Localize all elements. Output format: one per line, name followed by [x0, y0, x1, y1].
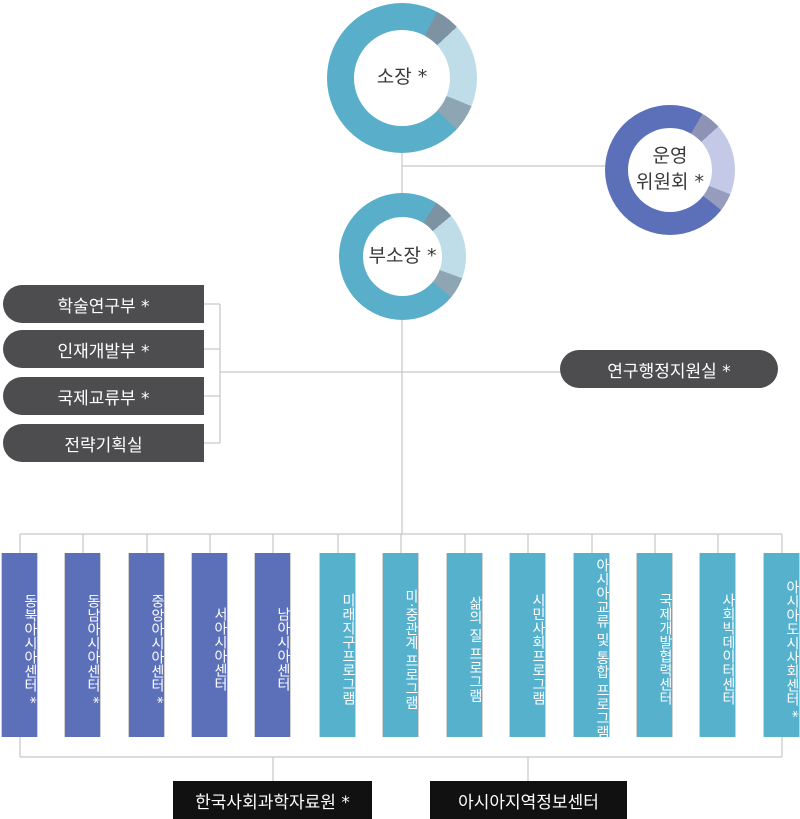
research-admin-office: 연구행정지원실 * — [560, 350, 778, 388]
dept-strategic-planning: 전략기획실 — [3, 424, 204, 462]
program-quality-of-life: 삶의 질 프로그램 — [446, 553, 483, 737]
program-us-china-relations: 미·중관계 프로그램 — [382, 553, 419, 737]
committee-label-line2: 위원회 * — [636, 171, 704, 193]
director-label: 소장 * — [376, 66, 428, 89]
dept-academic-research: 학술연구부 * — [3, 285, 204, 323]
center-central-asia: 중앙아시아센터 * — [128, 553, 165, 737]
program-asia-exchange-integration: 아시아교류 및 통합 프로그램 — [573, 553, 610, 737]
dept-international-exchange: 국제교류부 * — [3, 377, 204, 415]
program-civil-society: 시민사회프로그램 — [509, 553, 546, 737]
center-label: 남아시아센터 — [275, 607, 291, 691]
center-northeast-asia: 동북아시아센터 * — [1, 553, 38, 737]
director-node: 소장 * — [327, 3, 477, 153]
center-label: 시민사회프로그램 — [530, 593, 546, 705]
center-international-development: 국제개발협력센터 — [636, 553, 673, 737]
center-label: 서아시아센터 — [212, 607, 228, 691]
center-west-asia: 서아시아센터 — [191, 553, 228, 737]
center-southeast-asia: 동남아시아센터 * — [64, 553, 101, 737]
steering-committee-node: 운영 위원회 * — [605, 105, 735, 235]
center-label: 동북아시아센터 * — [22, 594, 38, 704]
center-label: 동남아시아센터 * — [85, 594, 101, 704]
korea-social-science-data-archive: 한국사회과학자료원 * — [173, 781, 372, 819]
asia-regional-information-center: 아시아지역정보센터 — [430, 781, 627, 819]
center-label: 아시아교류 및 통합 프로그램 — [594, 558, 610, 737]
program-future-earth: 미래지구프로그램 — [319, 553, 356, 737]
dept-talent-development: 인재개발부 * — [3, 330, 204, 368]
deputy-director-node: 부소장 * — [339, 193, 466, 320]
center-label: 삶의 질 프로그램 — [467, 595, 483, 703]
center-label: 국제개발협력센터 — [657, 593, 673, 705]
center-south-asia: 남아시아센터 — [254, 553, 291, 737]
deputy-label: 부소장 * — [368, 244, 437, 267]
committee-label-line1: 운영 — [652, 145, 688, 168]
center-label: 사회빅데이터센터 — [720, 593, 736, 705]
center-label: 아시아도시사회센터 * — [784, 580, 800, 718]
center-label: 미·중관계 프로그램 — [403, 588, 419, 710]
center-label: 중앙아시아센터 * — [149, 594, 165, 704]
center-social-big-data: 사회빅데이터센터 — [699, 553, 736, 737]
center-label: 미래지구프로그램 — [340, 593, 356, 705]
center-asia-urban-society: 아시아도시사회센터 * — [763, 553, 800, 737]
